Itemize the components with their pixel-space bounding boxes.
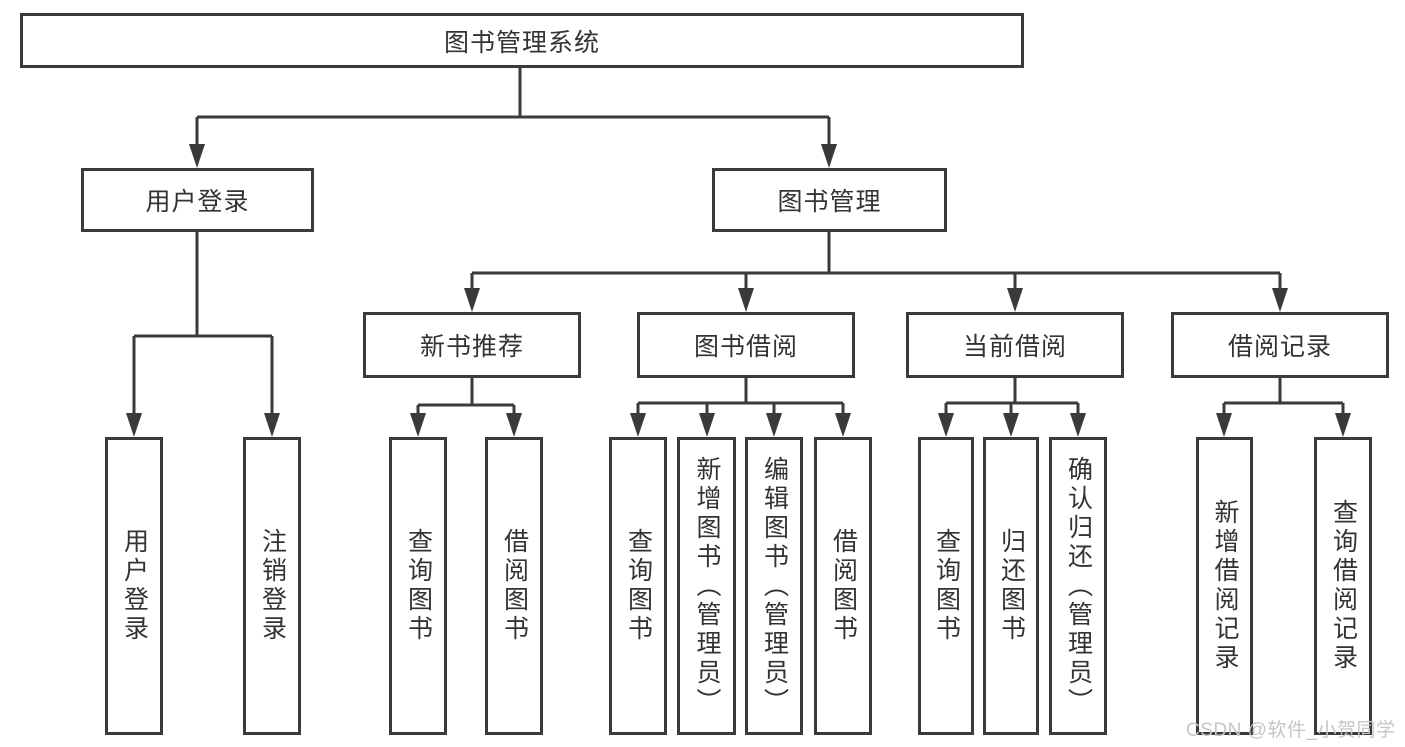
arrow-down-icon bbox=[821, 144, 837, 168]
node-borrow-records: 借阅记录 bbox=[1171, 312, 1389, 378]
node-root: 图书管理系统 bbox=[20, 13, 1024, 68]
node-current-borrow-label: 当前借阅 bbox=[962, 333, 1067, 361]
arrow-down-icon bbox=[766, 413, 782, 437]
arrow-down-icon bbox=[1335, 413, 1351, 437]
leaf-user-login-label: 用户登录 bbox=[120, 528, 149, 644]
leaf-add-borrow-record-label: 新增借阅记录 bbox=[1211, 499, 1239, 673]
leaf-add-book-admin-label: 新增图书（管理员） bbox=[693, 455, 721, 717]
connector-book-borrow-children bbox=[630, 378, 851, 437]
arrow-down-icon bbox=[189, 144, 205, 168]
leaf-query-books-borrow: 查询图书 bbox=[609, 437, 667, 735]
leaf-query-books-current-label: 查询图书 bbox=[932, 528, 961, 644]
leaf-borrow-books: 借阅图书 bbox=[814, 437, 872, 735]
leaf-query-borrow-record: 查询借阅记录 bbox=[1314, 437, 1372, 735]
arrow-down-icon bbox=[410, 413, 426, 437]
leaf-borrow-books-label: 借阅图书 bbox=[829, 528, 858, 644]
connector-new-book-recommend-children bbox=[410, 378, 522, 437]
arrow-down-icon bbox=[264, 413, 280, 437]
arrow-down-icon bbox=[699, 413, 715, 437]
leaf-query-books-borrow-label: 查询图书 bbox=[624, 528, 653, 644]
leaf-logout: 注销登录 bbox=[243, 437, 301, 735]
node-new-book-recommend-label: 新书推荐 bbox=[419, 333, 524, 361]
leaf-query-books-recommend: 查询图书 bbox=[389, 437, 447, 735]
node-borrow-records-label: 借阅记录 bbox=[1227, 333, 1332, 361]
node-book-management-label: 图书管理 bbox=[777, 188, 882, 216]
leaf-confirm-return-admin-label: 确认归还（管理员） bbox=[1064, 455, 1093, 717]
leaf-query-books-current: 查询图书 bbox=[918, 437, 974, 735]
node-book-borrow-label: 图书借阅 bbox=[693, 333, 798, 361]
leaf-confirm-return-admin: 确认归还（管理员） bbox=[1049, 437, 1107, 735]
leaf-query-borrow-record-label: 查询借阅记录 bbox=[1329, 499, 1358, 673]
connector-borrow-records-children bbox=[1216, 378, 1351, 437]
arrow-down-icon bbox=[1070, 413, 1086, 437]
node-user-login-label: 用户登录 bbox=[145, 188, 250, 216]
leaf-return-books-label: 归还图书 bbox=[997, 528, 1026, 644]
arrow-down-icon bbox=[835, 413, 851, 437]
leaf-add-book-admin: 新增图书（管理员） bbox=[677, 437, 736, 735]
arrow-down-icon bbox=[126, 413, 142, 437]
leaf-logout-label: 注销登录 bbox=[258, 528, 287, 644]
node-new-book-recommend: 新书推荐 bbox=[363, 312, 581, 378]
arrow-down-icon bbox=[464, 288, 480, 312]
arrow-down-icon bbox=[1003, 413, 1019, 437]
arrow-down-icon bbox=[938, 413, 954, 437]
leaf-add-borrow-record: 新增借阅记录 bbox=[1196, 437, 1253, 735]
arrow-down-icon bbox=[1216, 413, 1232, 437]
node-root-label: 图书管理系统 bbox=[443, 28, 600, 57]
connector-book-management-children bbox=[464, 232, 1288, 312]
node-current-borrow: 当前借阅 bbox=[906, 312, 1124, 378]
leaf-return-books: 归还图书 bbox=[983, 437, 1039, 735]
leaf-borrow-books-recommend-label: 借阅图书 bbox=[500, 528, 529, 644]
leaf-borrow-books-recommend: 借阅图书 bbox=[485, 437, 543, 735]
arrow-down-icon bbox=[1272, 288, 1288, 312]
node-user-login: 用户登录 bbox=[81, 168, 314, 232]
node-book-borrow: 图书借阅 bbox=[637, 312, 855, 378]
connector-current-borrow-children bbox=[938, 378, 1086, 437]
leaf-edit-book-admin-label: 编辑图书（管理员） bbox=[760, 455, 789, 717]
arrow-down-icon bbox=[738, 288, 754, 312]
leaf-user-login: 用户登录 bbox=[105, 437, 163, 735]
connector-user-login-children bbox=[126, 232, 280, 437]
arrow-down-icon bbox=[1007, 288, 1023, 312]
arrow-down-icon bbox=[630, 413, 646, 437]
leaf-query-books-recommend-label: 查询图书 bbox=[404, 528, 433, 644]
node-book-management: 图书管理 bbox=[712, 168, 947, 232]
connector-root-to-level2 bbox=[189, 68, 837, 168]
csdn-watermark: CSDN @软件_小贺同学 bbox=[1186, 720, 1396, 741]
leaf-edit-book-admin: 编辑图书（管理员） bbox=[745, 437, 803, 735]
arrow-down-icon bbox=[506, 413, 522, 437]
